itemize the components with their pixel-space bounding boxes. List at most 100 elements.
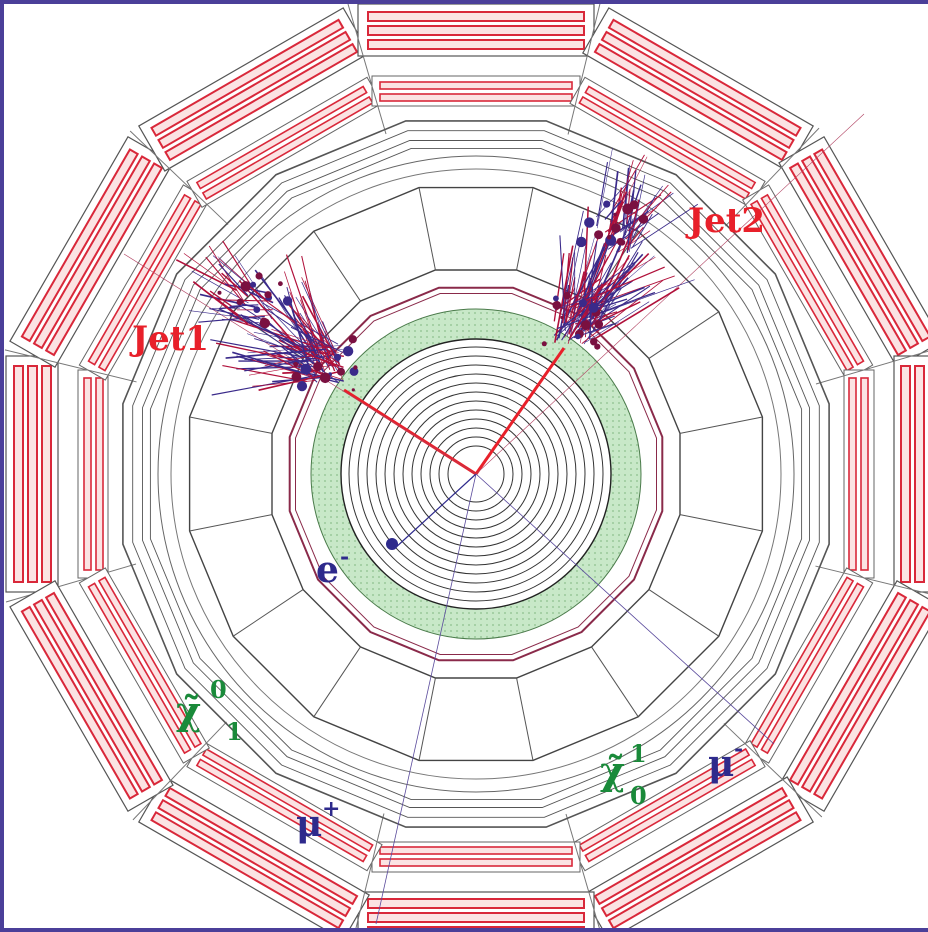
em-band	[311, 309, 641, 639]
chamber-strip	[593, 42, 788, 162]
muon-sector	[137, 740, 385, 928]
chamber-strip-inner	[83, 377, 92, 571]
support-spoke	[723, 723, 823, 818]
hcal-sector-line	[648, 589, 720, 637]
em-calorimeter-band	[310, 308, 642, 640]
chamber-strip	[607, 810, 802, 928]
chamber-strip	[607, 18, 802, 138]
shower-fragment	[250, 359, 317, 379]
muon-minus-charge: -	[734, 736, 743, 762]
energy-deposit	[552, 300, 562, 310]
support-spoke	[4, 349, 137, 383]
hcal-outer	[188, 186, 764, 762]
electron-deposit	[386, 538, 398, 550]
shower-fragment	[570, 238, 619, 327]
shower-fragment	[617, 230, 651, 253]
energy-deposit	[638, 214, 649, 224]
shower-fragment	[630, 203, 699, 249]
tracker-layer	[411, 409, 541, 539]
shower-fragment	[229, 304, 259, 307]
shower-fragment	[568, 283, 604, 339]
chamber-strip-inner	[578, 95, 751, 201]
neutralino-left-label: χ̃ 0 1	[176, 675, 243, 746]
tracker-layer	[447, 445, 505, 503]
energy-deposit	[255, 272, 263, 280]
shower-fragment	[567, 273, 588, 344]
shower-fragment	[215, 299, 272, 302]
muon-sector	[347, 4, 595, 135]
energy-deposit	[590, 338, 598, 346]
energy-deposit	[588, 302, 599, 313]
hcal-sector-line	[679, 416, 763, 434]
hcal-sector-line	[591, 646, 639, 718]
muon-sector	[9, 567, 227, 821]
muon-sector	[357, 813, 600, 928]
chamber-strip-inner	[95, 377, 104, 571]
energy-deposit	[253, 306, 261, 313]
outer-detector-rings	[122, 120, 830, 828]
hcal-sector-line	[418, 677, 436, 761]
neutralino-right-sup: 1	[630, 739, 647, 768]
neutralino-left-sup: 0	[210, 675, 227, 704]
muon-sector	[129, 7, 383, 225]
outer-ring	[132, 130, 820, 818]
shower-fragment	[559, 235, 566, 331]
electron-symbol: e	[316, 549, 339, 591]
energy-deposit	[541, 341, 547, 347]
shower-fragment	[586, 301, 650, 343]
chamber-strip	[900, 365, 911, 583]
energy-deposit	[603, 200, 611, 208]
chamber-strip	[164, 786, 359, 906]
energy-deposit	[236, 298, 243, 306]
shower-fragment	[627, 216, 636, 241]
energy-deposit	[259, 318, 270, 329]
muon-chambers	[4, 4, 928, 928]
shower-fragment	[589, 255, 655, 313]
chamber-strip	[32, 598, 152, 793]
tracker-layer	[375, 373, 577, 575]
chamber-strip	[164, 42, 359, 162]
chamber-strip-inner	[201, 95, 374, 201]
neutralino-right-sub: 0	[630, 781, 647, 810]
tracker-layer	[348, 346, 604, 602]
shower-fragment	[219, 308, 305, 349]
chamber-strip-inner	[379, 858, 573, 867]
detector-event-display: Jet1 Jet2 e - χ̃ 0 1 χ̃ 1 0 μ + μ -	[4, 4, 928, 928]
shower-fragment	[605, 220, 612, 250]
shower-fragment	[556, 291, 656, 330]
chamber-strip	[13, 365, 24, 583]
shower-fragment	[589, 322, 619, 334]
support-spoke	[351, 813, 385, 928]
shower-fragment	[553, 253, 565, 322]
chamber-strip-inner	[584, 85, 757, 190]
shower-fragment	[262, 303, 339, 345]
energy-deposit	[611, 223, 621, 233]
shower-fragment	[285, 254, 319, 349]
tracker-layer	[357, 355, 595, 593]
chamber-strip-inner	[195, 758, 368, 863]
shower-fragment	[565, 277, 576, 323]
chamber-strip	[367, 926, 585, 928]
energy-deposit	[594, 230, 604, 240]
support-spoke	[132, 721, 227, 821]
jet1-label: Jet1	[129, 319, 209, 359]
shower-fragment	[596, 162, 609, 227]
outer-ring	[142, 140, 810, 808]
tracker-layer	[438, 436, 514, 512]
shower-fragment	[205, 256, 246, 305]
energy-deposit	[606, 234, 612, 240]
chamber-strip-inner	[379, 846, 573, 855]
chamber-strip-inner	[760, 193, 865, 366]
shower-fragment	[183, 253, 235, 290]
outer-ring	[149, 147, 803, 801]
muon-sector	[815, 345, 928, 593]
energy-deposit	[242, 283, 251, 292]
chamber-strip-inner	[379, 81, 573, 90]
outer-ring	[122, 120, 830, 828]
energy-deposit	[319, 372, 331, 384]
chamber-strip	[593, 786, 788, 906]
electron-label: e -	[316, 544, 349, 591]
energy-deposit	[293, 361, 299, 367]
chamber-strip-inner	[195, 85, 368, 190]
